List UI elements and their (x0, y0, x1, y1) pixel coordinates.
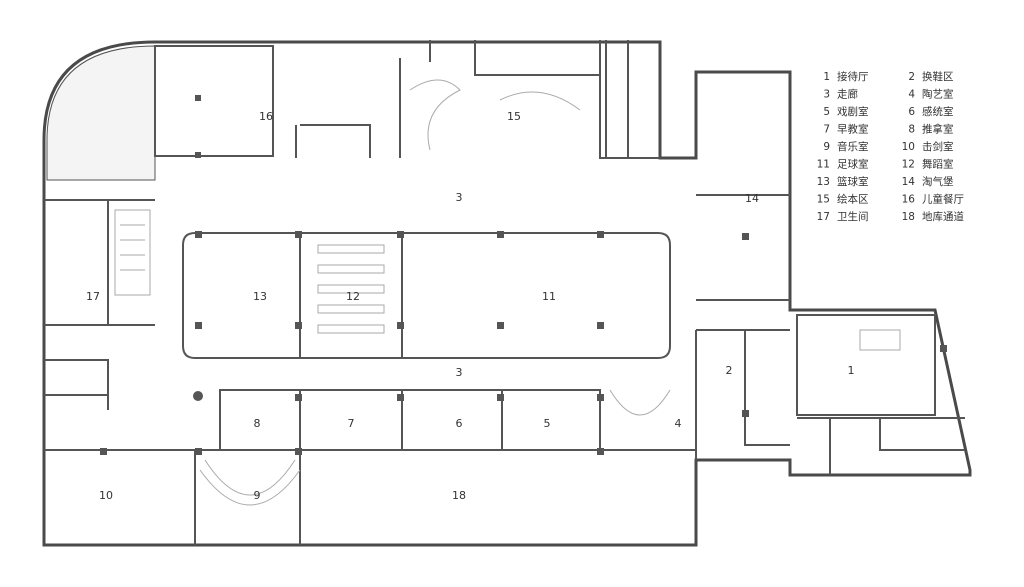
room-label-13: 13 (253, 290, 267, 303)
legend-room-name: 篮球室 (837, 175, 869, 188)
play-structure (409, 79, 581, 151)
pottery-counter (609, 389, 671, 416)
legend-number: 4 (908, 89, 915, 101)
room-label-12: 12 (346, 290, 360, 303)
room-label-7: 7 (348, 417, 355, 430)
room-label-6: 6 (456, 417, 463, 430)
columns (100, 95, 947, 455)
legend-number: 14 (902, 176, 916, 188)
legend-number: 3 (823, 89, 830, 101)
legend-room-name: 儿童餐厅 (922, 193, 964, 206)
legend-number: 13 (817, 176, 830, 188)
legend-room-name: 音乐室 (837, 140, 869, 153)
top-walls (295, 40, 660, 159)
legend-room-name: 戏剧室 (837, 105, 869, 118)
room-16-area (154, 45, 274, 157)
legend-room-name: 卫生间 (837, 210, 869, 223)
room-label-18: 18 (452, 489, 466, 502)
room-label-4: 4 (675, 417, 682, 430)
room-label-14: 14 (745, 192, 759, 205)
lower-walls (44, 449, 696, 545)
toilet-walls (44, 199, 155, 451)
legend-number: 17 (817, 211, 830, 223)
room-label-1: 1 (848, 364, 855, 377)
outer-wall (42, 40, 972, 547)
room-label-17: 17 (86, 290, 100, 303)
room-12 (299, 232, 403, 359)
right-walls (695, 194, 790, 460)
legend-room-name: 换鞋区 (922, 70, 954, 83)
legend-number: 16 (902, 194, 916, 206)
legend-number: 6 (908, 106, 915, 118)
room-12-benches (317, 244, 385, 334)
legend-room-name: 舞蹈室 (922, 158, 954, 171)
room-label-9: 9 (254, 489, 261, 502)
legend-number: 15 (817, 194, 830, 206)
stair-corner (46, 45, 156, 181)
legend-number: 10 (902, 141, 915, 153)
legend-number: 12 (902, 159, 915, 171)
room-labels: 1 2 3 3 4 5 6 7 8 9 10 11 12 13 14 15 16… (86, 110, 855, 502)
room-label-8: 8 (254, 417, 261, 430)
room-1-walls (796, 314, 965, 475)
legend-number: 5 (823, 106, 830, 118)
room-label-3a: 3 (456, 191, 463, 204)
legend-number: 2 (908, 71, 915, 83)
reception-desk (859, 329, 901, 351)
room-11 (401, 232, 671, 359)
room-13 (182, 232, 301, 359)
legend-room-name: 淘气堡 (922, 175, 954, 188)
legend-number: 7 (823, 124, 830, 136)
legend-room-name: 推拿室 (922, 123, 954, 136)
legend-number: 18 (902, 211, 915, 223)
stair-icon (114, 209, 151, 296)
room-label-15: 15 (507, 110, 521, 123)
legend-number: 9 (823, 141, 830, 153)
legend-room-name: 感统室 (922, 105, 954, 118)
room-label-3b: 3 (456, 366, 463, 379)
legend-room-name: 绘本区 (837, 193, 869, 206)
legend: 1 接待厅 2 换鞋区 3 走廊 4 陶艺室 5 戏剧室 6 感统室 7 早教室 8 推拿室 9 音乐室 10 击剑室… (817, 70, 965, 223)
room-15-walls (605, 40, 629, 158)
legend-number: 1 (823, 71, 830, 83)
legend-room-name: 早教室 (837, 123, 869, 136)
legend-room-name: 接待厅 (837, 70, 869, 83)
legend-number: 8 (908, 124, 915, 136)
legend-room-name: 地库通道 (922, 210, 964, 223)
legend-number: 11 (817, 159, 830, 171)
legend-room-name: 陶艺室 (922, 88, 954, 101)
music-seats (199, 459, 301, 506)
room-label-11: 11 (542, 290, 556, 303)
room-label-2: 2 (726, 364, 733, 377)
room-label-10: 10 (99, 489, 113, 502)
room-label-16: 16 (259, 110, 273, 123)
legend-room-name: 走廊 (837, 88, 858, 101)
legend-room-name: 击剑室 (922, 140, 954, 153)
legend-room-name: 足球室 (837, 158, 869, 171)
room-label-5: 5 (544, 417, 551, 430)
